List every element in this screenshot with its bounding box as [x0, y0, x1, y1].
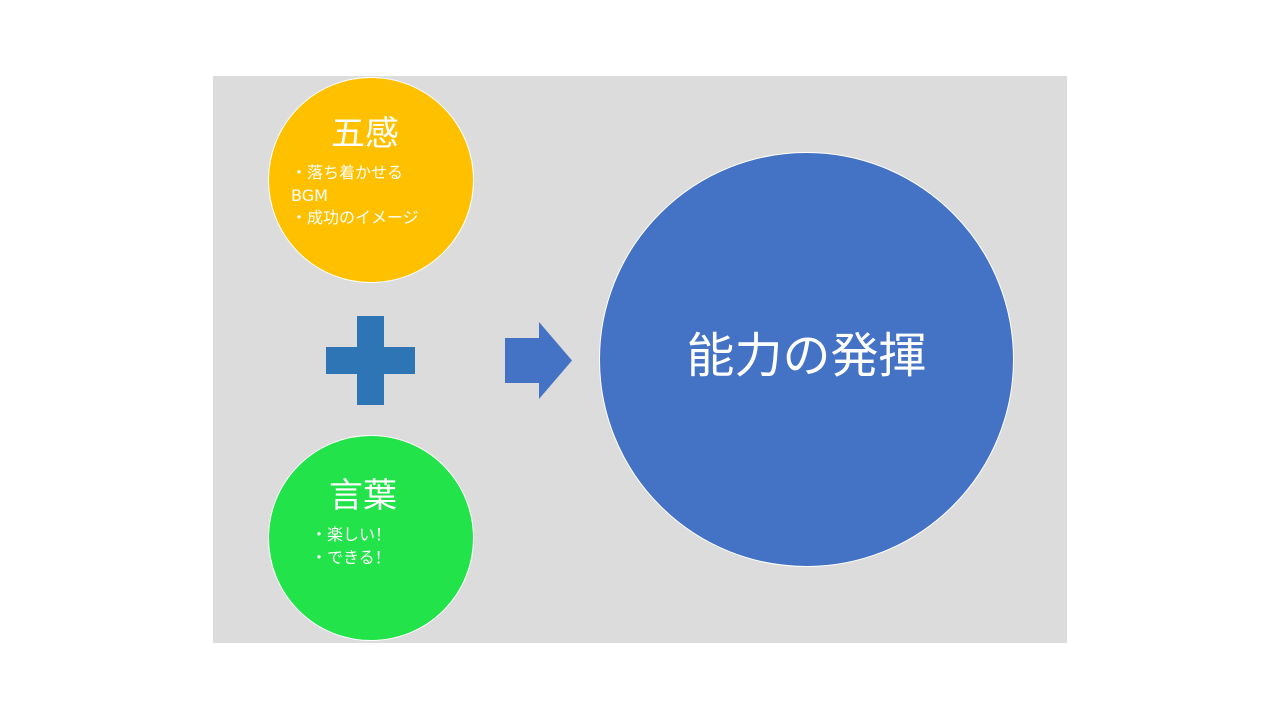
words-bullet: ・楽しい！ [311, 525, 392, 544]
words-title: 言葉 [329, 476, 397, 516]
senses-bullets: ・落ち着かせる BGM ・成功のイメージ [291, 162, 419, 230]
ability-title: 能力の発揮 [686, 328, 927, 384]
words-bullets: ・楽しい！ ・できる！ [311, 524, 391, 569]
senses-circle: 五感 ・落ち着かせる BGM ・成功のイメージ [268, 77, 474, 283]
words-circle: 言葉 ・楽しい！ ・できる！ [268, 435, 474, 641]
plus-icon [326, 316, 415, 405]
senses-bullet: ・成功のイメージ [291, 208, 419, 227]
senses-title: 五感 [331, 114, 399, 154]
words-bullet: ・できる！ [311, 547, 391, 567]
ability-circle: 能力の発揮 [599, 152, 1014, 567]
arrow-right-icon [505, 322, 572, 399]
senses-bullet: BGM [291, 185, 328, 205]
senses-bullet: ・落ち着かせる [291, 163, 404, 182]
